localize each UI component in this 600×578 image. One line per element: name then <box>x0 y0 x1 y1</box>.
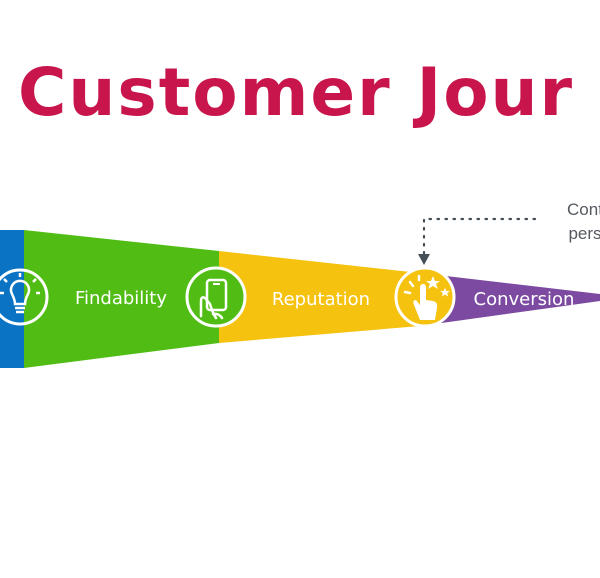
annotation-line-2: pers <box>568 224 600 243</box>
funnel-stage-reputation <box>219 251 420 343</box>
annotation-line-1: Cont <box>567 200 600 219</box>
stage-label-conversion: Conversion <box>474 289 575 310</box>
stage-label-reputation: Reputation <box>272 289 370 310</box>
funnel-stage-awareness <box>0 230 24 368</box>
hand-click-stars-icon <box>394 266 456 328</box>
stage-label-findability: Findability <box>75 288 167 309</box>
lightbulb-icon <box>0 268 49 326</box>
smartphone-hand-icon <box>185 266 247 328</box>
page-title: Customer Jour <box>18 54 575 131</box>
dotted-connector-arrow <box>418 217 537 265</box>
funnel-stage-conversion <box>420 273 600 326</box>
funnel-stage-findability <box>24 230 219 368</box>
annotation-note: Cont pers <box>530 198 600 246</box>
